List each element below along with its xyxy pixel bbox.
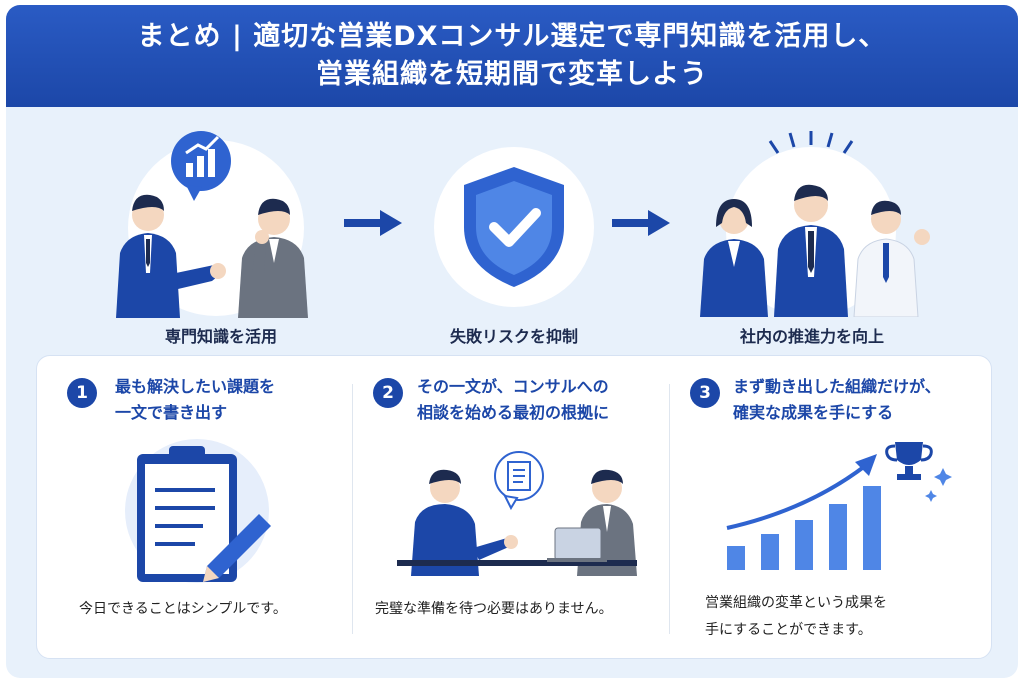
consultation-chart-icon [116, 131, 308, 318]
header-title-line1: まとめ | 適切な営業DXコンサル選定で専門知識を活用し、 [137, 21, 887, 52]
step-body-2: 完璧な準備を待つ必要はありません。 [375, 601, 613, 617]
shield-check-icon [434, 147, 594, 307]
team-cheering-icon [700, 131, 930, 317]
step-number-2: 2 [373, 378, 403, 408]
flow-label-risk: 失敗リスクを抑制 [449, 327, 578, 346]
flow-arrow-2 [612, 210, 670, 236]
step-title-3b: 確実な成果を手にする [733, 403, 894, 422]
steps-card: 1 最も解決したい課題を 一文で書き出す 今日できることはシンプルです。 2 そ… [36, 355, 992, 659]
header-banner: まとめ | 適切な営業DXコンサル選定で専門知識を活用し、 営業組織を短期間で変… [6, 5, 1018, 107]
step-title-2a: その一文が、コンサルへの [417, 377, 609, 396]
flow-label-expertise: 専門知識を活用 [164, 327, 277, 346]
meeting-document-icon [397, 451, 637, 576]
divider-1 [352, 384, 353, 634]
step-body-3a: 営業組織の変革という成果を [705, 595, 887, 611]
flow-label-team: 社内の推進力を向上 [739, 327, 884, 346]
clipboard-pencil-icon [125, 439, 271, 583]
step-body-1: 今日できることはシンプルです。 [79, 601, 287, 617]
divider-2 [669, 384, 670, 634]
growth-trophy-icon [726, 442, 952, 570]
step-title-3a: まず動き出した組織だけが、 [733, 377, 941, 396]
step-title-1a: 最も解決したい課題を [115, 377, 276, 396]
step-title-2b: 相談を始める最初の根拠に [417, 403, 610, 422]
flow-arrow-1 [344, 210, 402, 236]
step-number-1: 1 [67, 378, 97, 408]
infographic-frame: まとめ | 適切な営業DXコンサル選定で専門知識を活用し、 営業組織を短期間で変… [6, 5, 1018, 678]
step-number-3: 3 [690, 378, 720, 408]
step-body-3b: 手にすることができます。 [705, 622, 872, 638]
step-title-1b: 一文で書き出す [115, 403, 228, 422]
header-title-line2: 営業組織を短期間で変革しよう [316, 59, 708, 90]
